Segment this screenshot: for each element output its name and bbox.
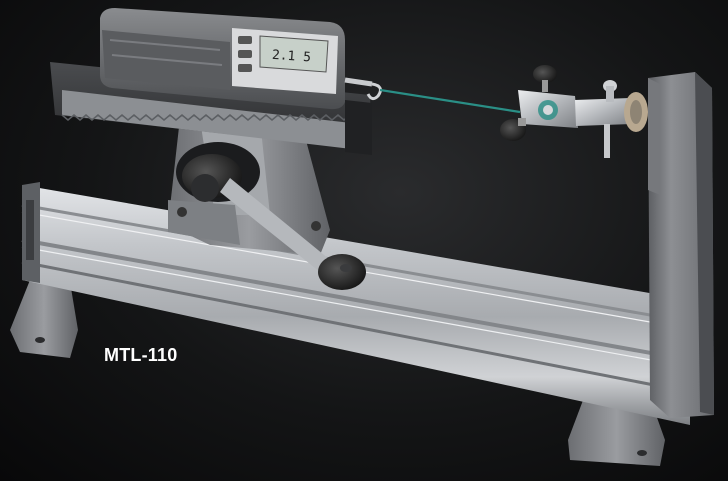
gauge-button-3 (238, 64, 252, 72)
coupler (575, 80, 648, 158)
wire-grip (500, 65, 578, 141)
right-upright (648, 72, 714, 418)
left-foot (10, 280, 78, 358)
gauge-button-2 (238, 50, 252, 58)
wire-specimen (379, 88, 521, 114)
model-label: MTL-110 (104, 345, 178, 365)
hand-crank (176, 142, 366, 290)
gauge-button-1 (238, 36, 252, 44)
gauge-display-reading: 2.1 5 (271, 48, 311, 66)
force-gauge: 2.1 5 (100, 8, 382, 110)
aluminum-rail (21, 182, 691, 425)
